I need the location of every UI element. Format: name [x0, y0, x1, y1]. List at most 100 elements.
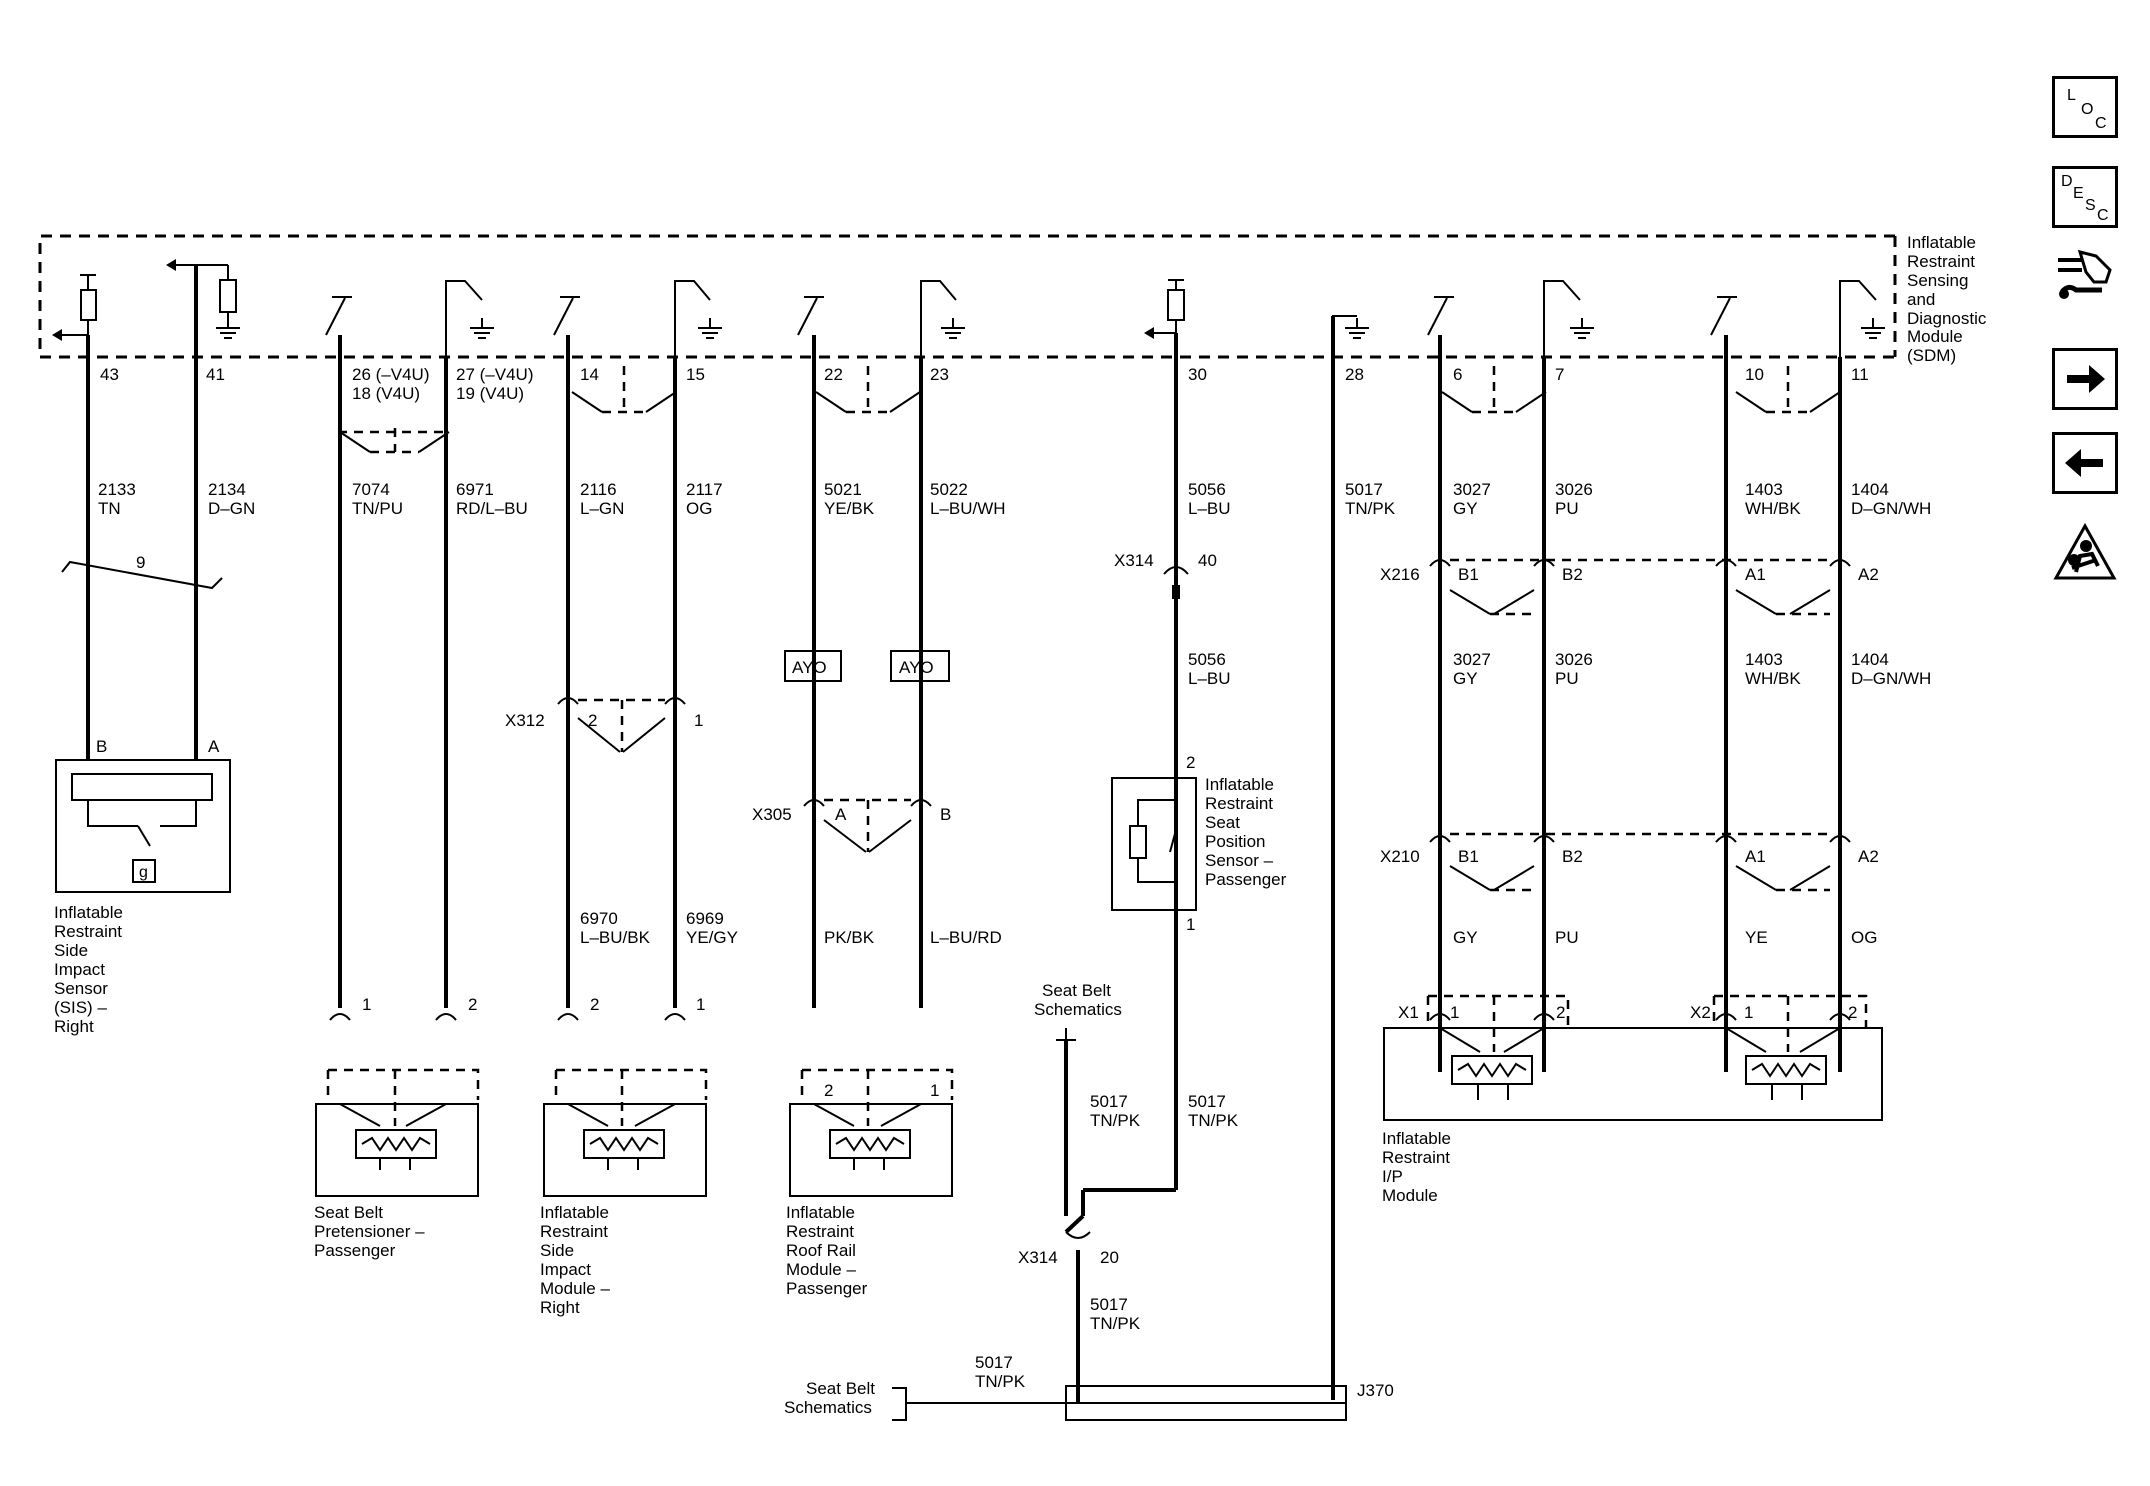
svg-text:10: 10 [1745, 365, 1764, 384]
sdm-pin-labels: 43 41 26 (–V4U) 18 (V4U) 27 (–V4U) 19 (V… [100, 365, 1869, 403]
svg-text:Seat Belt: Seat Belt [806, 1379, 875, 1398]
svg-text:A2: A2 [1858, 847, 1879, 866]
svg-text:Restraint: Restraint [786, 1222, 854, 1241]
svg-text:L–BU: L–BU [1188, 669, 1231, 688]
svg-text:D–GN/WH: D–GN/WH [1851, 499, 1931, 518]
svg-text:30: 30 [1188, 365, 1207, 384]
previous-page-button[interactable] [2052, 432, 2118, 494]
svg-text:7074: 7074 [352, 480, 390, 499]
svg-text:OG: OG [686, 499, 712, 518]
svg-text:Impact: Impact [54, 960, 105, 979]
svg-text:2: 2 [1848, 1003, 1857, 1022]
sdm-module: Inflatable Restraint Sensing and Diagnos… [38, 233, 1987, 365]
svg-text:Sensor: Sensor [54, 979, 108, 998]
svg-text:TN/PK: TN/PK [1345, 499, 1396, 518]
svg-text:RD/L–BU: RD/L–BU [456, 499, 528, 518]
svg-text:2: 2 [588, 711, 597, 730]
svg-text:X314: X314 [1114, 551, 1154, 570]
svg-text:6: 6 [1453, 365, 1462, 384]
svg-text:5017: 5017 [975, 1353, 1013, 1372]
svg-text:Inflatable: Inflatable [786, 1203, 855, 1222]
svg-text:L–BU: L–BU [1188, 499, 1231, 518]
connector-x312: X312 2 1 [505, 697, 703, 753]
svg-text:Inflatable: Inflatable [54, 903, 123, 922]
svg-text:B1: B1 [1458, 847, 1479, 866]
svg-text:D–GN/WH: D–GN/WH [1851, 669, 1931, 688]
svg-text:2: 2 [468, 995, 477, 1014]
svg-text:Seat Belt: Seat Belt [314, 1203, 383, 1222]
pretensioner-label: Seat Belt Pretensioner – Passenger [314, 1203, 425, 1260]
svg-text:L–BU/BK: L–BU/BK [580, 928, 651, 947]
svg-text:5021: 5021 [824, 480, 862, 499]
svg-text:41: 41 [206, 365, 225, 384]
svg-text:26 (–V4U): 26 (–V4U) [352, 365, 429, 384]
desc-letter: C [2097, 207, 2109, 224]
svg-text:B: B [96, 737, 107, 756]
svg-text:40: 40 [1198, 551, 1217, 570]
svg-text:14: 14 [580, 365, 599, 384]
ayo-labels: AYO AYO [784, 650, 950, 682]
svg-text:Inflatable: Inflatable [1382, 1129, 1451, 1148]
component-ip-module: X1 1 2 X2 1 2 Inflatable Restraint I/P M… [1382, 994, 1883, 1205]
svg-text:A2: A2 [1858, 565, 1879, 584]
twisted-pair-marker: 9 [61, 553, 223, 590]
loc-button[interactable]: L O C [2052, 76, 2118, 138]
svg-text:Side: Side [540, 1241, 574, 1260]
svg-text:22: 22 [824, 365, 843, 384]
component-sis: g B A Inflatable Restraint Side Impact S… [54, 737, 231, 1036]
svg-text:Roof Rail: Roof Rail [786, 1241, 856, 1260]
desc-button[interactable]: D E S C [2052, 166, 2118, 228]
svg-text:27 (–V4U): 27 (–V4U) [456, 365, 533, 384]
svg-text:18 (V4U): 18 (V4U) [352, 384, 420, 403]
svg-text:Module –: Module – [540, 1279, 610, 1298]
svg-text:GY: GY [1453, 499, 1478, 518]
seatbelt-schematics-ref-top[interactable]: Seat Belt Schematics [1034, 981, 1122, 1041]
svg-text:Right: Right [540, 1298, 580, 1317]
svg-text:2117: 2117 [686, 480, 723, 499]
svg-text:g: g [139, 864, 148, 881]
svg-text:B2: B2 [1562, 847, 1583, 866]
svg-text:GY: GY [1453, 928, 1478, 947]
connector-tools-icon[interactable] [2052, 246, 2118, 308]
svg-text:L–BU/RD: L–BU/RD [930, 928, 1002, 947]
loc-letter: O [2081, 101, 2094, 118]
svg-text:Module: Module [1907, 327, 1963, 346]
svg-text:6971: 6971 [456, 480, 494, 499]
svg-text:3026: 3026 [1555, 650, 1593, 669]
svg-text:X314: X314 [1018, 1248, 1058, 1267]
svg-text:Restraint: Restraint [540, 1222, 608, 1241]
svg-text:28: 28 [1345, 365, 1364, 384]
svg-text:B: B [940, 805, 951, 824]
svg-text:WH/BK: WH/BK [1745, 669, 1801, 688]
svg-text:5056: 5056 [1188, 650, 1226, 669]
svg-text:Restraint: Restraint [1907, 252, 1975, 271]
svg-text:43: 43 [100, 365, 119, 384]
sdm-module-name: Inflatable Restraint Sensing and Diagnos… [1907, 233, 1987, 365]
svg-text:Passenger: Passenger [314, 1241, 396, 1260]
desc-letter: E [2073, 185, 2084, 202]
svg-text:1: 1 [1744, 1003, 1753, 1022]
svg-text:B2: B2 [1562, 565, 1583, 584]
seatbelt-schematics-ref-bottom[interactable]: Seat Belt Schematics [784, 1379, 1066, 1421]
svg-text:Passenger: Passenger [1205, 870, 1287, 889]
svg-text:2116: 2116 [580, 480, 617, 499]
component-seat-position-sensor: 2 1 Inflatable Restraint Seat Position S… [1111, 753, 1287, 934]
svg-text:A1: A1 [1745, 847, 1766, 866]
airbag-warning-icon[interactable] [2052, 520, 2118, 582]
wires [86, 265, 1842, 1403]
svg-text:D–GN: D–GN [208, 499, 255, 518]
svg-text:YE: YE [1745, 928, 1768, 947]
next-page-button[interactable] [2052, 348, 2118, 410]
sis-label: Inflatable Restraint Side Impact Sensor … [54, 903, 123, 1036]
svg-text:PU: PU [1555, 499, 1579, 518]
svg-text:Restraint: Restraint [1205, 794, 1273, 813]
svg-text:PU: PU [1555, 669, 1579, 688]
svg-text:Restraint: Restraint [54, 922, 122, 941]
svg-text:A: A [835, 805, 847, 824]
svg-text:2134: 2134 [208, 480, 246, 499]
svg-text:1404: 1404 [1851, 480, 1889, 499]
svg-text:19 (V4U): 19 (V4U) [456, 384, 524, 403]
svg-text:1: 1 [696, 995, 705, 1014]
